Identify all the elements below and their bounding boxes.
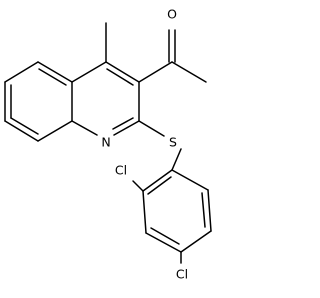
chlorine-ortho-label: Cl xyxy=(115,163,127,178)
chlorine-para-label: Cl xyxy=(176,267,188,282)
sulfur-atom-label: S xyxy=(169,135,177,150)
bond-c8-c7 xyxy=(4,120,39,142)
bond-c4p-c5p xyxy=(180,230,212,253)
bond-c6-c5 xyxy=(4,61,39,83)
bond-c4-c3-inner xyxy=(106,68,134,86)
bond-c6p-c1p xyxy=(171,169,209,191)
bond-c8-c7-inner xyxy=(10,117,39,135)
bond-c5-c4a-inner xyxy=(38,68,67,86)
nitrogen-atom-label: N xyxy=(101,135,110,150)
bond-c4a-c4 xyxy=(71,61,107,83)
bond-c8a-c8 xyxy=(37,120,73,142)
bond-s-c1prime xyxy=(171,148,182,171)
atom-labels: O N S Cl Cl xyxy=(101,7,188,282)
bond-c3p-c4p xyxy=(145,232,182,253)
molecule-structure: O N S Cl Cl xyxy=(4,7,212,282)
bond-c3p-c4p-inner xyxy=(150,227,180,245)
bond-n1-c8a xyxy=(71,120,98,136)
bond-c2-n1 xyxy=(113,120,140,136)
bond-c1p-c2p-inner xyxy=(147,176,172,195)
bond-c3-carbonyl xyxy=(138,61,173,83)
bond-c2p-cl xyxy=(132,180,144,192)
oxygen-atom-label: O xyxy=(167,7,177,22)
bond-lines xyxy=(4,22,212,264)
bond-c4-c3 xyxy=(105,61,140,83)
bond-c2p-c3p xyxy=(142,190,147,234)
bond-c2-s xyxy=(138,120,165,137)
bond-c5-c4a xyxy=(37,61,73,83)
bond-c2-n1-inner xyxy=(112,117,134,130)
bond-c5p-c6p-inner xyxy=(201,192,206,228)
bond-carbonyl-methyl xyxy=(171,61,207,83)
bond-c5p-c6p xyxy=(207,189,212,232)
bond-c1p-c2p xyxy=(142,169,173,192)
